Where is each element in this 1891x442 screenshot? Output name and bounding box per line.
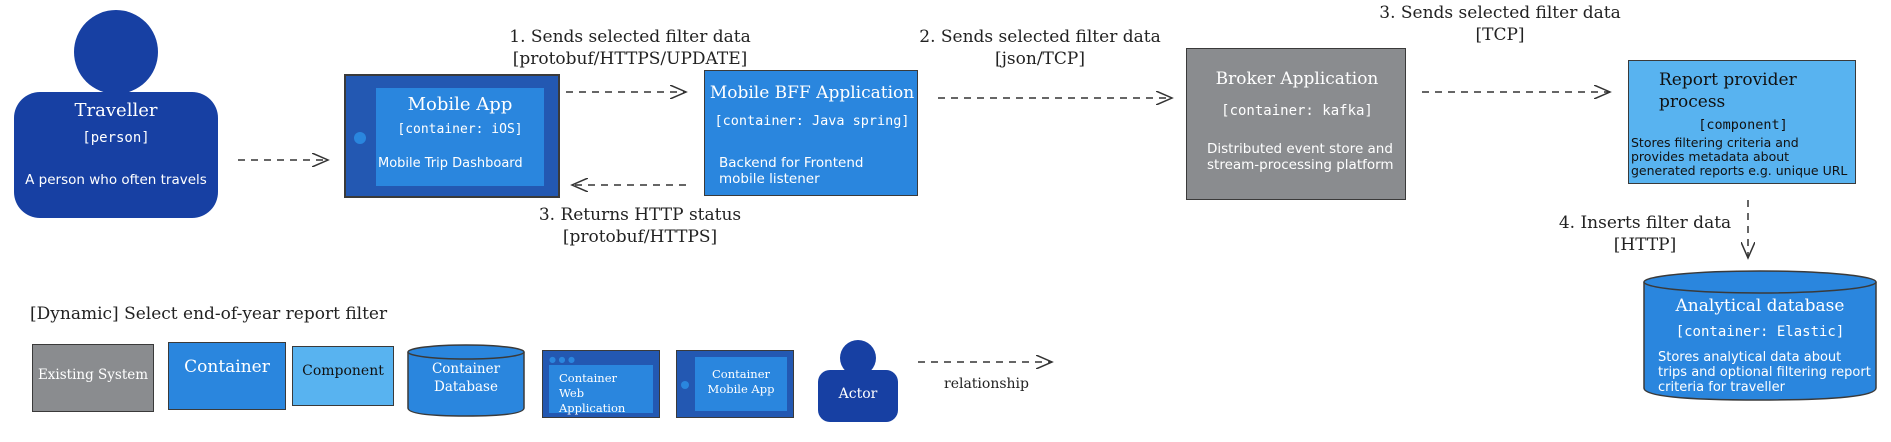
legend-existing-system: Existing System (32, 344, 154, 412)
mobile-app-tech: [container: iOS] (397, 122, 523, 137)
relation-2-label: 2. Sends selected filter data [json/TCP] (890, 26, 1190, 70)
relation-2-line1: 2. Sends selected filter data (919, 27, 1161, 47)
analytical-db-tech: [container: Elastic] (1675, 324, 1845, 340)
legend-actor: Actor (818, 370, 898, 422)
broker-desc: Distributed event store and stream-proce… (1207, 141, 1394, 173)
legend-component: Component (292, 346, 394, 406)
legend-db-line2: Database (434, 379, 498, 395)
mobile-bff-tech: [container: Java spring] (714, 113, 910, 129)
relation-4-line1: 4. Inserts filter data (1558, 213, 1732, 233)
mobile-app-container[interactable]: Mobile App [container: iOS] Mobile Trip … (344, 74, 560, 198)
legend-db-line1: Container (431, 361, 501, 377)
relation-4-label: 4. Inserts filter data [HTTP] (1510, 212, 1780, 256)
mobile-bff-container[interactable]: Mobile BFF Application [container: Java … (704, 70, 918, 196)
mobile-app-home-button (354, 132, 366, 144)
legend-component-label: Component (302, 363, 384, 379)
legend-container-mobile-app: Container Mobile App (676, 350, 794, 418)
legend-web-line1: Container (559, 371, 617, 385)
broker-title: Broker Application (1215, 69, 1379, 89)
traveller-desc: A person who often travels (25, 172, 207, 188)
relation-1-label: 1. Sends selected filter data [protobuf/… (470, 26, 790, 70)
traveller-title: Traveller (74, 100, 158, 121)
relation-3-return-line1: 3. Returns HTTP status (538, 205, 742, 225)
report-provider-tech: [component] (1698, 117, 1788, 133)
mobile-app-screen: Mobile App [container: iOS] Mobile Trip … (376, 88, 544, 186)
mobile-app-title: Mobile App (407, 94, 513, 115)
legend-container: Container (168, 342, 286, 410)
report-provider-component[interactable]: Report provider process [component] Stor… (1628, 60, 1856, 184)
legend-web-line2: Web Application (559, 386, 626, 415)
legend-existing-label: Existing System (37, 367, 149, 383)
relation-1-line2: [protobuf/HTTPS/UPDATE] (512, 49, 748, 69)
legend-actor-label: Actor (838, 386, 878, 402)
broker-container[interactable]: Broker Application [container: kafka] Di… (1186, 48, 1406, 200)
traveller-tech: [person] (82, 130, 150, 146)
legend-web-dots: ● ● ● (549, 355, 576, 364)
legend-container-web-app: ● ● ● Container Web Application (542, 350, 660, 418)
legend-db-cylinder (407, 344, 525, 417)
legend-title: [Dynamic] Select end-of-year report filt… (30, 304, 388, 324)
analytical-database[interactable]: Analytical database [container: Elastic]… (1644, 290, 1876, 398)
relation-3-line1: 3. Sends selected filter data (1379, 3, 1621, 23)
legend-web-screen: Container Web Application (549, 365, 653, 415)
legend-container-label: Container (184, 357, 270, 377)
relation-3-return-label: 3. Returns HTTP status [protobuf/HTTPS] (500, 204, 780, 248)
analytical-db-desc: Stores analytical data about trips and o… (1658, 350, 1871, 395)
traveller-person[interactable]: Traveller [person] A person who often tr… (14, 92, 218, 218)
mobile-bff-desc: Backend for Frontend mobile listener (719, 155, 864, 187)
report-provider-title: Report provider process (1659, 70, 1797, 112)
legend-mobile-button (681, 381, 689, 389)
legend-container-database: Container Database (408, 360, 524, 410)
relation-4-line2: [HTTP] (1613, 235, 1677, 255)
relation-3-line2: [TCP] (1475, 25, 1525, 45)
mobile-bff-title: Mobile BFF Application (709, 83, 915, 103)
report-provider-desc: Stores filtering criteria and provides m… (1631, 135, 1848, 178)
relation-1-line1: 1. Sends selected filter data (509, 27, 751, 47)
legend-actor-head (840, 340, 876, 376)
legend-mobile-screen: Container Mobile App (695, 357, 787, 411)
mobile-app-desc: Mobile Trip Dashboard (378, 156, 523, 171)
traveller-head (74, 10, 158, 94)
relation-3-return-line2: [protobuf/HTTPS] (562, 227, 718, 247)
legend-mobile-line2: Mobile App (707, 382, 775, 396)
legend-mobile-line1: Container (712, 367, 770, 381)
relation-2-line2: [json/TCP] (995, 49, 1085, 69)
analytical-db-cylinder (1643, 270, 1877, 401)
broker-tech: [container: kafka] (1221, 103, 1373, 119)
analytical-db-title: Analytical database (1675, 296, 1845, 316)
legend-relationship-label: relationship (944, 376, 1029, 392)
relation-3-label: 3. Sends selected filter data [TCP] (1350, 2, 1650, 46)
